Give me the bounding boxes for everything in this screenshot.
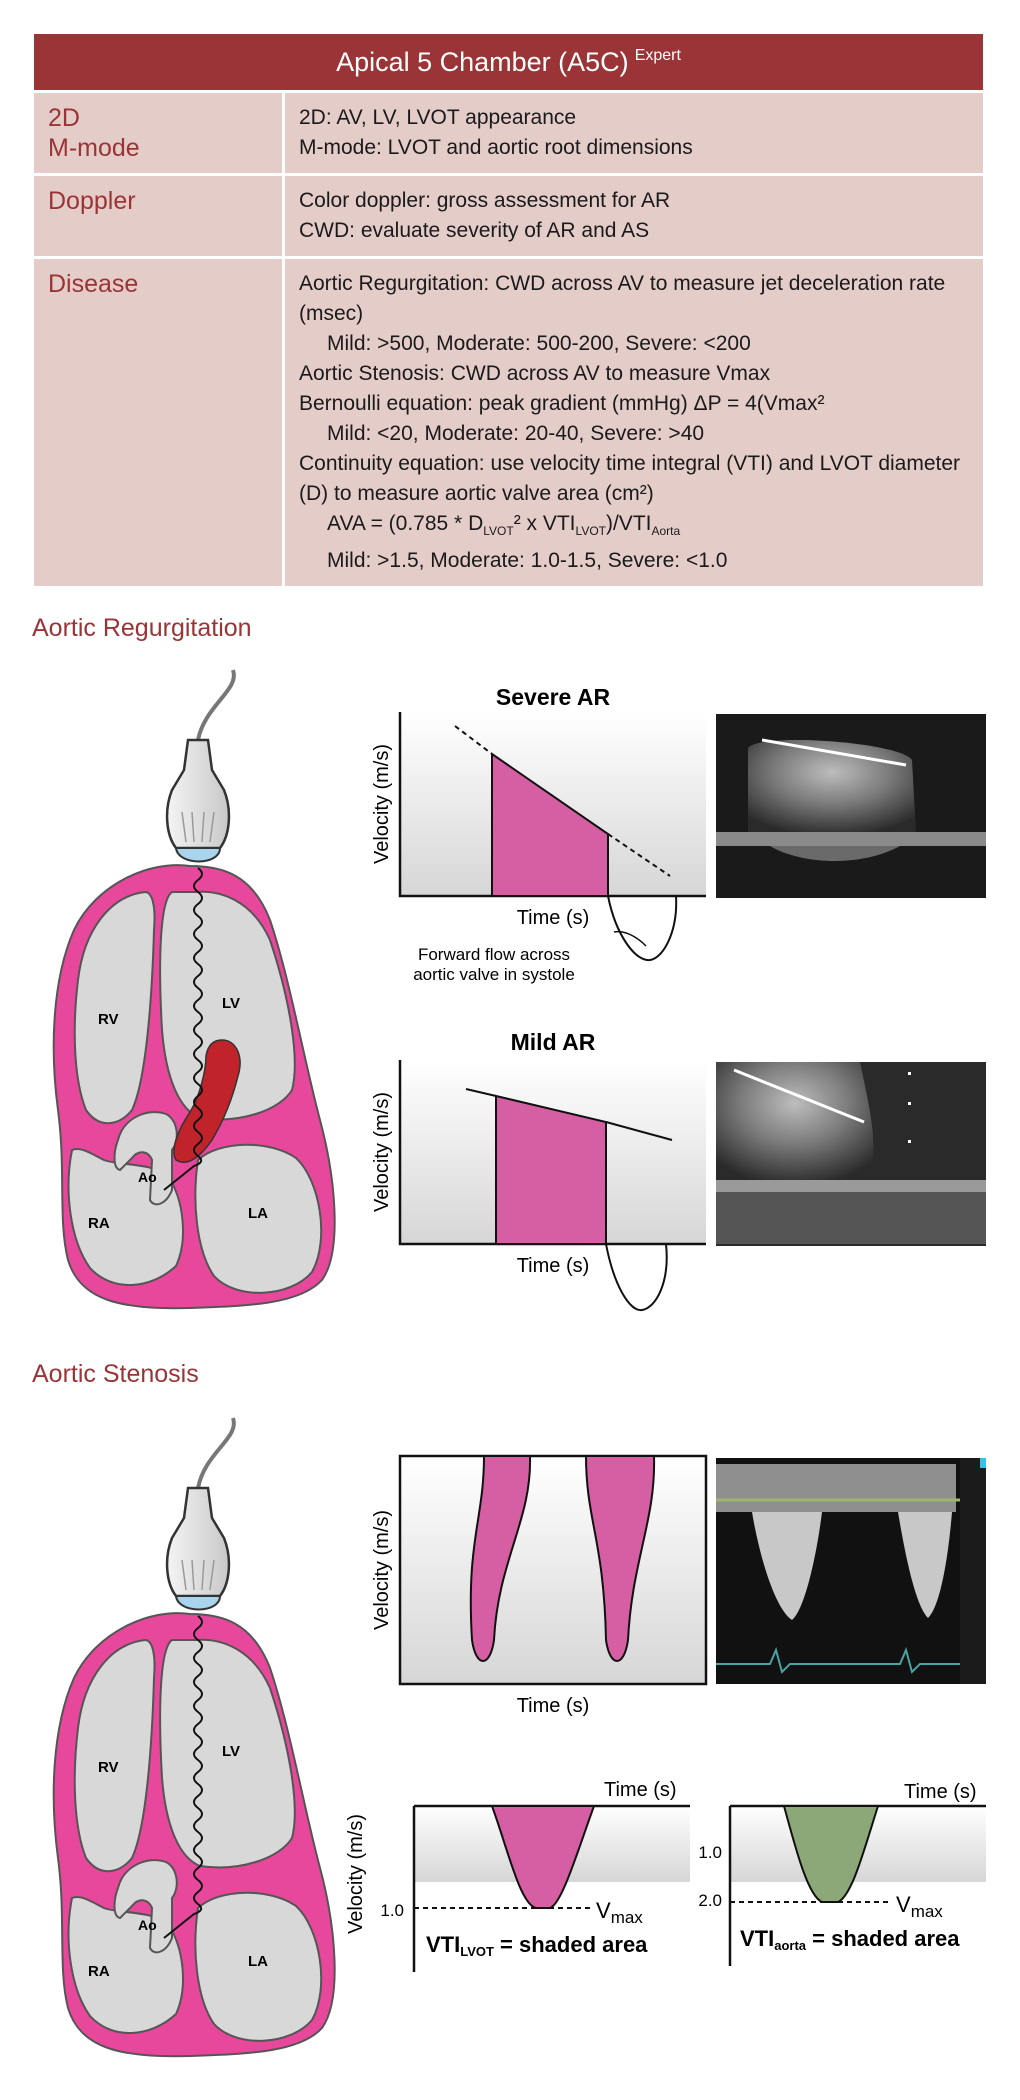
shaded-regurgitation [495,1094,607,1245]
x-axis-label: Time (s) [604,1779,677,1801]
left-atrium [194,1891,323,2042]
label-rv: RV [98,1759,119,1776]
vmax-label: Vmax [596,1898,643,1927]
table-title: Apical 5 Chamber (A5C) Expert [34,34,983,90]
row-2d-mmode: 2D M-mode 2D: AV, LV, LVOT appearance M-… [34,90,983,173]
label-la: LA [248,1205,268,1222]
mild-ar-title: Mild AR [511,1029,596,1055]
label-ao: Ao [138,1917,157,1933]
x-axis-label: Time (s) [904,1781,977,1803]
mild-ar-chart: Mild AR Velocity (m/s) Time (s) [371,1029,706,1312]
y-axis-label: Velocity (m/s) [371,1092,393,1212]
row-text: Color doppler: gross assessment for AR C… [299,189,671,242]
section-aortic-regurgitation: Aortic Regurgitation [32,614,252,642]
expert-badge: Expert [634,47,681,64]
as-heart-diagram: RV LV Ao RA LA [52,1417,336,2058]
ava-formula: AVA = (0.785 * DLVOT² x VTILVOT)/VTIAort… [327,512,681,539]
probe-cable [196,1417,236,1489]
label-lv: LV [222,1743,240,1760]
label-la: LA [248,1953,268,1970]
vti-aorta-chart: Time (s) 1.0 2.0 Vmax VTIaorta = shaded … [698,1781,986,1966]
vti-aorta-shaded [782,1805,880,1903]
stenosis-jet-1 [469,1455,532,1662]
as-chart: Velocity (m/s) Time (s) [371,1454,708,1717]
label-lv: LV [222,995,240,1012]
table-title-text: Apical 5 Chamber (A5C) [336,47,629,77]
tick-label: 1.0 [380,1901,404,1920]
section-aortic-stenosis: Aortic Stenosis [32,1360,199,1388]
right-ventricle [73,1638,156,1873]
label-rv: RV [98,1011,119,1028]
y-axis-label: Velocity (m/s) [345,1814,367,1934]
x-axis-label: Time (s) [517,907,590,929]
regurgitant-jet [173,1039,241,1163]
row-text: 2D: AV, LV, LVOT appearance M-mode: LVOT… [299,106,693,159]
vmax-label: Vmax [896,1892,943,1921]
mild-ar-echo-image [716,1062,986,1246]
aortic-root [113,1859,178,1954]
row-label: Disease [34,259,285,587]
severe-ar-echo-image [716,714,986,898]
probe-tip [174,847,222,863]
severe-ar-chart: Severe AR Velocity (m/s) Time (s) Forwar… [371,684,706,984]
label-ra: RA [88,1963,110,1980]
plot-area [398,1454,708,1686]
row-doppler: Doppler Color doppler: gross assessment … [34,173,983,256]
y-axis-label: Velocity (m/s) [371,1510,393,1630]
right-ventricle [73,890,156,1125]
vti-aorta-label: VTIaorta = shaded area [740,1926,960,1953]
probe-cable [196,669,236,741]
tick-label: 2.0 [698,1891,722,1910]
tick-label: 1.0 [698,1843,722,1862]
ultrasound-probe [165,1486,231,1598]
row-text: Aortic Regurgitation: CWD across AV to m… [285,259,983,586]
label-ao: Ao [138,1169,157,1185]
ultrasound-beam [163,1615,203,1939]
ultrasound-probe [165,738,231,850]
aortic-root [113,1111,178,1206]
protocol-table: Apical 5 Chamber (A5C) Expert 2D M-mode 2… [34,34,983,587]
left-ventricle [159,1638,296,1869]
ultrasound-beam [163,867,203,1191]
y-axis-label: Velocity (m/s) [371,744,393,864]
x-axis-label: Time (s) [517,1695,590,1717]
forward-flow [607,895,678,962]
ar-heart-diagram: RV LV Ao RA LA [52,669,336,1310]
severe-ar-title: Severe AR [496,684,611,710]
row-label: Doppler [34,176,285,256]
probe-tip [174,1595,222,1611]
x-axis-label: Time (s) [517,1255,590,1277]
left-ventricle [159,890,296,1121]
left-atrium [194,1143,323,1294]
stenosis-jet-2 [584,1455,656,1662]
forward-flow-note-2: aortic valve in systole [413,965,575,984]
vti-lvot-label: VTILVOT = shaded area [426,1932,648,1959]
forward-flow [605,1243,668,1312]
vti-lvot-chart: Time (s) Velocity (m/s) 1.0 Vmax VTILVOT… [345,1779,690,1972]
label-ra: RA [88,1215,110,1232]
forward-flow-note: Forward flow across [418,945,570,964]
row-label: 2D M-mode [34,93,285,173]
row-disease: Disease Aortic Regurgitation: CWD across… [34,256,983,587]
as-echo-image [716,1458,986,1684]
